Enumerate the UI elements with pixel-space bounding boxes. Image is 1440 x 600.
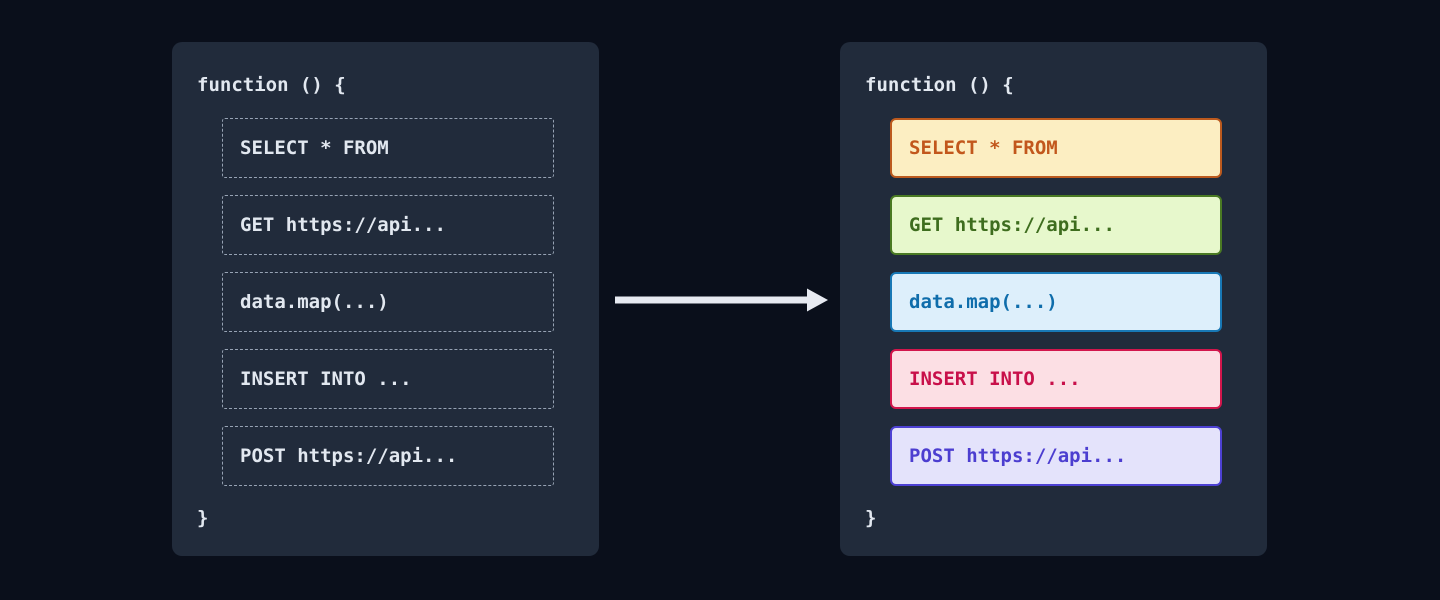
typed-code-box-map: data.map(...) (890, 272, 1222, 332)
right-arrow-icon (612, 284, 832, 316)
function-close-line: } (197, 507, 209, 529)
typed-code-box-get: GET https://api... (890, 195, 1222, 255)
typed-code-panel: function () { SELECT * FROM GET https://… (840, 42, 1267, 556)
function-open-line: function () { (197, 74, 346, 96)
plain-code-box-post: POST https://api... (222, 426, 554, 486)
code-snippet-label: INSERT INTO ... (240, 368, 412, 390)
plain-code-panel: function () { SELECT * FROM GET https://… (172, 42, 599, 556)
plain-code-box-select: SELECT * FROM (222, 118, 554, 178)
code-snippet-label: POST https://api... (909, 445, 1127, 467)
plain-code-box-map: data.map(...) (222, 272, 554, 332)
code-snippet-label: data.map(...) (909, 291, 1058, 313)
plain-code-box-insert: INSERT INTO ... (222, 349, 554, 409)
function-close-line: } (865, 507, 877, 529)
function-open-line: function () { (865, 74, 1014, 96)
code-snippet-label: data.map(...) (240, 291, 389, 313)
typed-code-box-insert: INSERT INTO ... (890, 349, 1222, 409)
code-snippet-label: SELECT * FROM (240, 137, 389, 159)
code-snippet-label: GET https://api... (240, 214, 446, 236)
typed-code-box-post: POST https://api... (890, 426, 1222, 486)
code-snippet-label: GET https://api... (909, 214, 1115, 236)
plain-code-box-get: GET https://api... (222, 195, 554, 255)
code-snippet-label: INSERT INTO ... (909, 368, 1081, 390)
typed-code-box-select: SELECT * FROM (890, 118, 1222, 178)
code-snippet-label: SELECT * FROM (909, 137, 1058, 159)
code-snippet-label: POST https://api... (240, 445, 458, 467)
